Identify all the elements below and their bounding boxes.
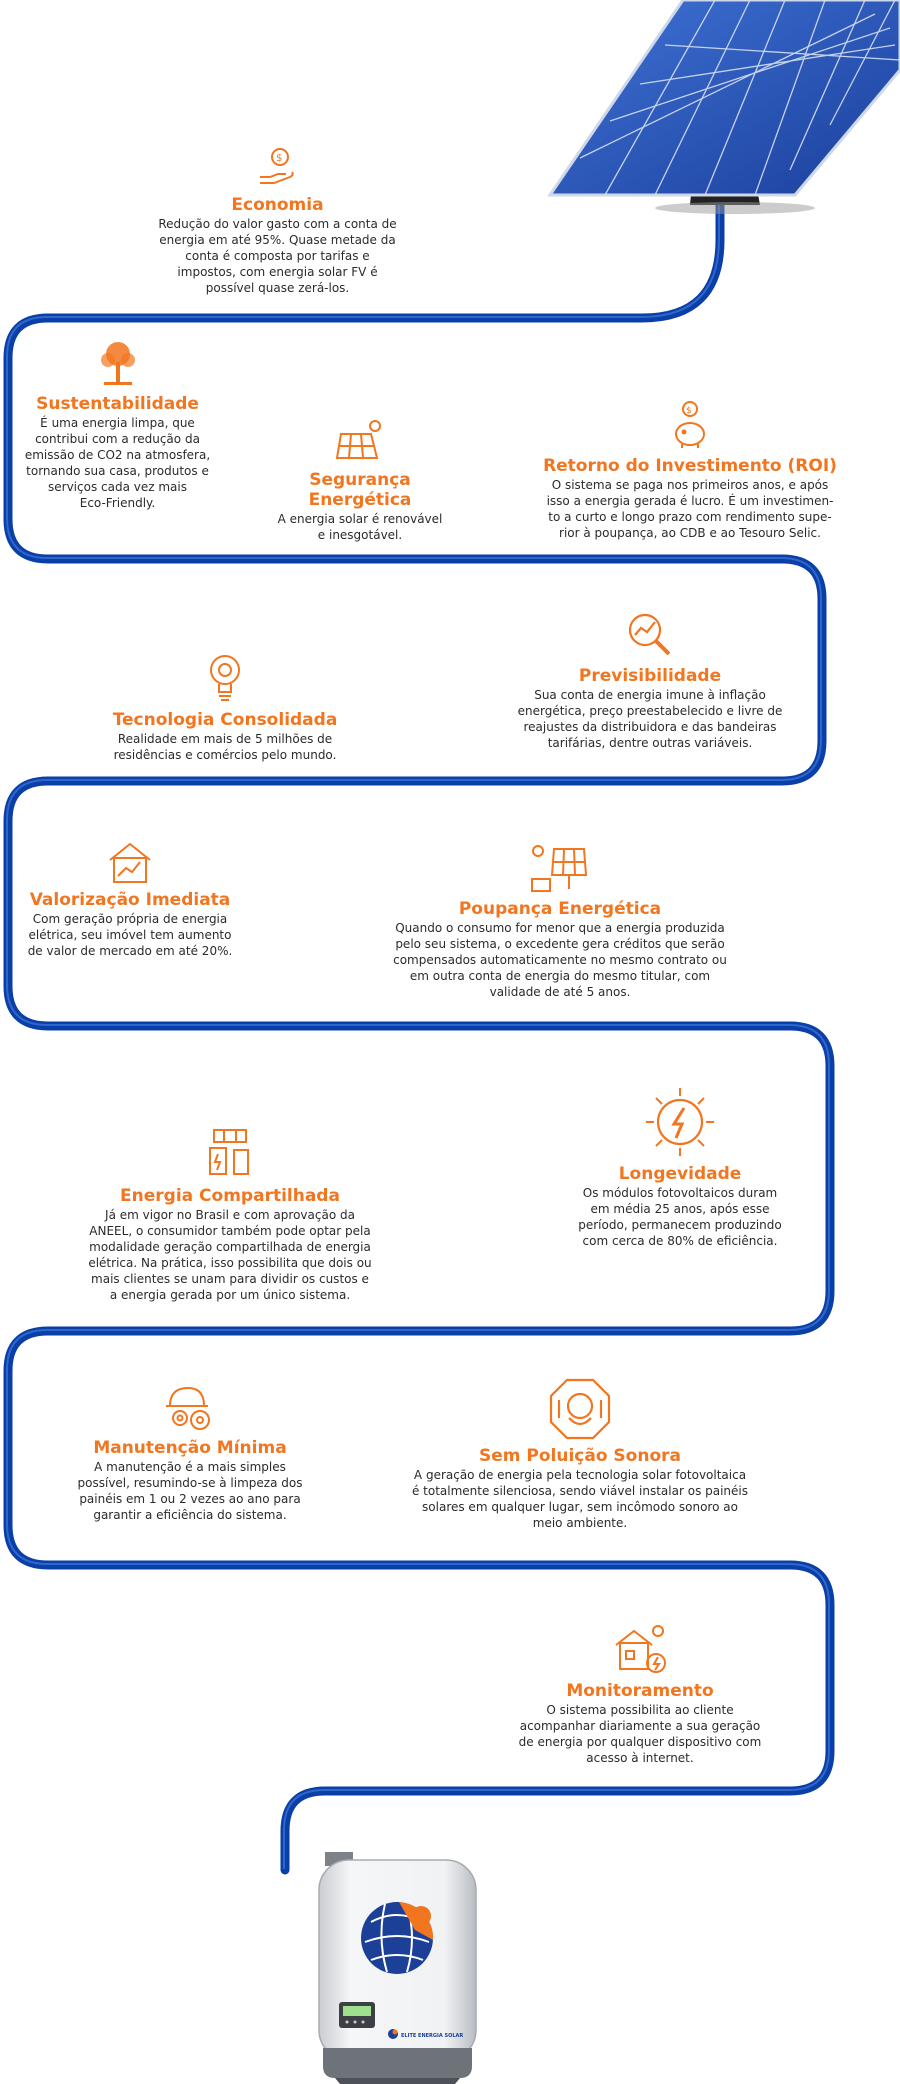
benefit-previsibilidade: Previsibilidade Sua conta de energia imu… bbox=[480, 610, 820, 751]
benefit-valorizacao-imediata: Valorização Imediata Com geração própria… bbox=[15, 840, 245, 959]
benefit-poupanca-energetica: Poupança Energética Quando o consumo for… bbox=[385, 843, 735, 1000]
benefit-economia: $ Economia Redução do valor gasto com a … bbox=[145, 145, 410, 296]
solar-battery-icon bbox=[531, 845, 588, 892]
benefit-description: A geração de energia pela tecnologia sol… bbox=[411, 1468, 749, 1530]
benefit-description: A energia solar é renovável e inesgotáve… bbox=[277, 512, 443, 542]
benefit-description: Com geração própria de energia elétrica,… bbox=[27, 912, 233, 958]
benefit-title: Previsibilidade bbox=[578, 666, 722, 686]
benefit-description: Sua conta de energia imune à inflação en… bbox=[517, 688, 783, 750]
helmet-gears-icon bbox=[166, 1386, 210, 1430]
solar-panel-image bbox=[547, 0, 900, 214]
benefit-title: Sem Poluição Sonora bbox=[478, 1446, 681, 1466]
tree-icon bbox=[100, 342, 135, 385]
benefit-monitoramento: Monitoramento O sistema possibilita ao c… bbox=[505, 1623, 775, 1766]
benefit-title: Manutenção Mínima bbox=[93, 1438, 287, 1458]
benefit-description: A manutenção é a mais simples possível, … bbox=[77, 1460, 303, 1522]
benefit-title: Sustentabilidade bbox=[36, 394, 199, 414]
benefit-description: Os módulos fotovoltaicos duram em média … bbox=[578, 1186, 782, 1248]
lightning-sun-icon bbox=[646, 1088, 714, 1156]
benefit-title: Economia bbox=[231, 195, 324, 215]
benefit-title: Retorno do Investimento (ROI) bbox=[543, 456, 837, 476]
benefit-title: Poupança Energética bbox=[458, 899, 662, 919]
shared-energy-icon bbox=[209, 1129, 249, 1175]
benefit-description: É uma energia limpa, que contribui com a… bbox=[24, 416, 211, 510]
benefit-description: O sistema possibilita ao cliente acompan… bbox=[518, 1703, 762, 1765]
benefit-title: Monitoramento bbox=[566, 1681, 714, 1701]
benefit-description: Realidade em mais de 5 milhões de residê… bbox=[113, 732, 337, 762]
benefit-description: O sistema se paga nos primeiros anos, e … bbox=[546, 478, 834, 540]
benefit-title: Energia Compartilhada bbox=[120, 1186, 340, 1206]
lightbulb-gear-icon bbox=[210, 655, 240, 701]
benefit-roi: $ Retorno do Investimento (ROI) O sistem… bbox=[525, 400, 855, 541]
benefit-energia-compartilhada: Energia Compartilhada Já em vigor no Bra… bbox=[80, 1128, 380, 1303]
house-monitor-icon bbox=[615, 1625, 666, 1673]
benefit-title: Longevidade bbox=[618, 1164, 742, 1184]
benefit-sem-poluicao-sonora: Sem Poluição Sonora A geração de energia… bbox=[410, 1378, 750, 1531]
benefit-sustentabilidade: Sustentabilidade É uma energia limpa, qu… bbox=[20, 340, 215, 511]
svg-text:$: $ bbox=[276, 153, 282, 164]
inverter-brand: ELITE ENERGIA SOLAR bbox=[401, 2033, 463, 2039]
benefit-title: Tecnologia Consolidada bbox=[112, 710, 338, 730]
benefit-longevidade: Longevidade Os módulos fotovoltaicos dur… bbox=[560, 1086, 800, 1249]
piggy-bank-icon: $ bbox=[675, 401, 705, 448]
no-noise-icon bbox=[549, 1378, 611, 1440]
benefit-description: Redução do valor gasto com a conta de en… bbox=[158, 217, 397, 295]
benefit-tecnologia-consolidada: Tecnologia Consolidada Realidade em mais… bbox=[100, 652, 350, 763]
benefit-title: Segurança Energética bbox=[308, 470, 412, 510]
inverter-image: ELITE ENERGIA SOLAR bbox=[318, 1852, 477, 2084]
solar-panel-sun-icon bbox=[335, 420, 381, 459]
benefit-description: Já em vigor no Brasil e com aprovação da… bbox=[88, 1208, 372, 1302]
svg-text:$: $ bbox=[686, 406, 692, 416]
benefit-manutencao-minima: Manutenção Mínima A manutenção é a mais … bbox=[60, 1380, 320, 1523]
benefit-seguranca-energetica: Segurança Energética A energia solar é r… bbox=[260, 418, 460, 543]
benefit-title: Valorização Imediata bbox=[29, 890, 231, 910]
house-chart-icon bbox=[109, 842, 151, 883]
benefit-description: Quando o consumo for menor que a energia… bbox=[393, 921, 727, 999]
money-hand-icon: $ bbox=[259, 148, 294, 184]
magnifier-chart-icon bbox=[628, 613, 671, 656]
